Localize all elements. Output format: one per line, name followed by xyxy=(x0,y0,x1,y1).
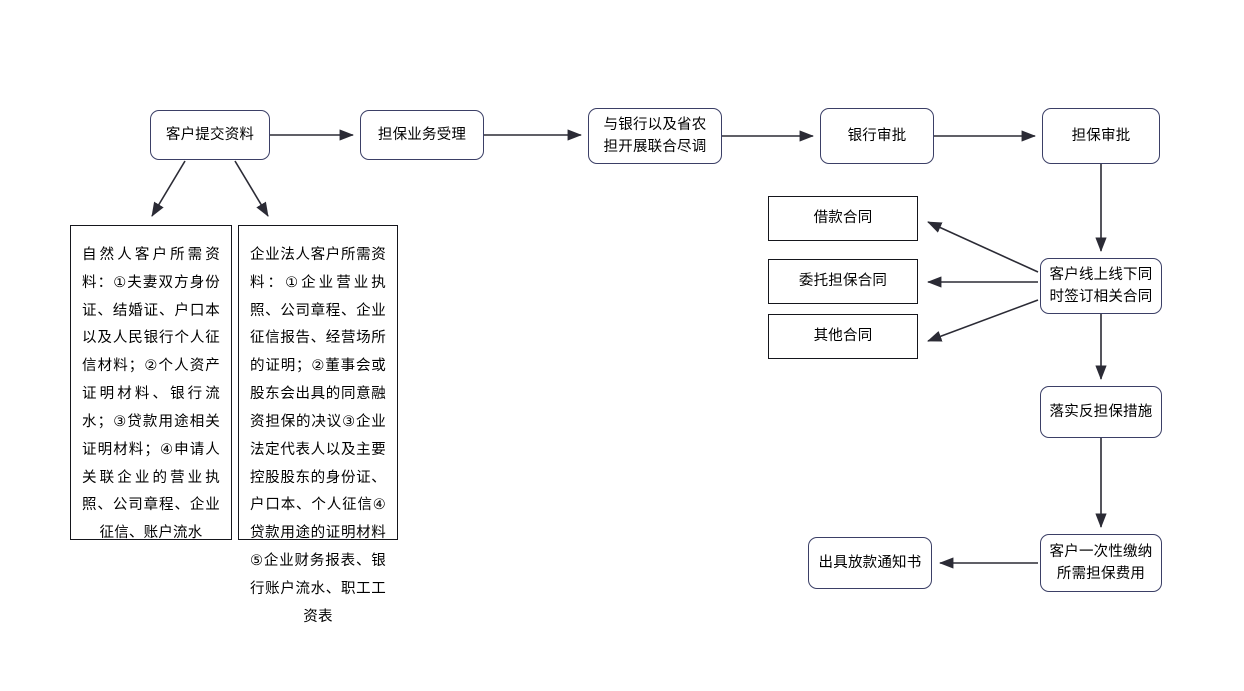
edge-submit-materials-to-natural-person-materials xyxy=(151,160,186,217)
node-label-entrusted-guarantee-contract: 委托担保合同 xyxy=(798,273,888,290)
node-label-enterprise-materials: 企业法人客户所需资料：①企业营业执照、公司章程、企业征信报告、经营场所的证明；②… xyxy=(250,247,386,625)
node-other-contract[interactable]: 其他合同 xyxy=(768,314,918,359)
node-label-issue-loan-notice: 出具放款通知书 xyxy=(818,554,922,571)
node-natural-person-materials[interactable]: 自然人客户所需资料：①夫妻双方身份证、结婚证、户口本以及人民银行个人征信材料；②… xyxy=(70,225,232,541)
node-submit-materials[interactable]: 客户提交资料 xyxy=(150,110,270,160)
node-joint-due-diligence[interactable]: 与银行以及省农 担开展联合尽调 xyxy=(588,108,722,164)
node-guarantee-approval[interactable]: 担保审批 xyxy=(1042,108,1160,164)
node-bank-approval[interactable]: 银行审批 xyxy=(820,108,934,164)
node-label-loan-contract: 借款合同 xyxy=(813,210,873,227)
node-label-submit-materials: 客户提交资料 xyxy=(165,126,255,143)
edge-sign-contracts-to-other-contract xyxy=(927,299,1039,342)
node-guarantee-acceptance[interactable]: 担保业务受理 xyxy=(360,110,484,160)
node-label-counter-guarantee-measures: 落实反担保措施 xyxy=(1049,403,1153,420)
node-label-guarantee-acceptance: 担保业务受理 xyxy=(377,126,467,143)
edge-sign-contracts-to-loan-contract xyxy=(927,221,1039,273)
node-sign-contracts[interactable]: 客户线上线下同 时签订相关合同 xyxy=(1040,258,1162,314)
node-counter-guarantee-measures[interactable]: 落实反担保措施 xyxy=(1040,386,1162,438)
node-label-pay-guarantee-fee: 客户一次性缴纳 所需担保费用 xyxy=(1049,543,1153,582)
node-label-sign-contracts: 客户线上线下同 时签订相关合同 xyxy=(1049,266,1153,305)
edge-submit-materials-to-enterprise-materials xyxy=(234,160,269,217)
node-loan-contract[interactable]: 借款合同 xyxy=(768,196,918,241)
node-enterprise-materials[interactable]: 企业法人客户所需资料：①企业营业执照、公司章程、企业征信报告、经营场所的证明；②… xyxy=(238,225,398,625)
node-label-bank-approval: 银行审批 xyxy=(847,127,907,144)
node-pay-guarantee-fee[interactable]: 客户一次性缴纳 所需担保费用 xyxy=(1040,534,1162,592)
node-label-natural-person-materials: 自然人客户所需资料：①夫妻双方身份证、结婚证、户口本以及人民银行个人征信材料；②… xyxy=(82,247,220,542)
node-label-guarantee-approval: 担保审批 xyxy=(1071,127,1131,144)
node-label-joint-due-diligence: 与银行以及省农 担开展联合尽调 xyxy=(603,116,707,155)
node-label-other-contract: 其他合同 xyxy=(813,328,873,345)
node-issue-loan-notice[interactable]: 出具放款通知书 xyxy=(808,537,932,589)
node-entrusted-guarantee-contract[interactable]: 委托担保合同 xyxy=(768,259,918,304)
